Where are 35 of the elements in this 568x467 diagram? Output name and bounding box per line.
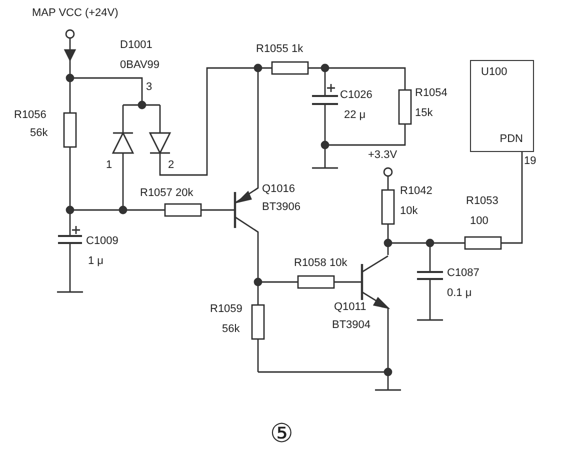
component-label: 22 μ	[344, 110, 366, 121]
component-label: R1042	[400, 186, 432, 197]
component-label: 0BAV99	[120, 60, 160, 71]
component-label: R1056	[14, 110, 46, 121]
component-label: R1059	[210, 304, 242, 315]
component-label: 56k	[222, 324, 240, 335]
component-label: 56k	[30, 128, 48, 139]
component-label: R1057 20k	[140, 188, 194, 199]
component-label: Q1016	[262, 184, 296, 195]
figure-number: ⑤	[270, 420, 293, 446]
component-label: D1001	[120, 40, 152, 51]
component-label: MAP VCC (+24V)	[32, 8, 118, 19]
component-label: Q1011	[334, 302, 366, 313]
component-label: +3.3V	[368, 150, 398, 161]
component-label: C1026	[340, 90, 372, 101]
component-label: BT3906	[262, 202, 301, 213]
component-label: R1054	[415, 88, 448, 99]
component-label: 10k	[400, 206, 418, 217]
component-label: R1053	[466, 196, 498, 207]
component-label: R1055 1k	[256, 44, 304, 55]
component-label: C1087	[447, 268, 480, 279]
component-label: 100	[470, 216, 488, 227]
ic-label: PDN	[500, 134, 523, 145]
component-label: R1058 10k	[294, 258, 348, 269]
ic-box	[470, 60, 534, 152]
component-label: 19	[524, 156, 536, 167]
component-label: C1009	[86, 236, 118, 247]
ic-label: U100	[481, 67, 508, 78]
component-label: BT3904	[332, 320, 371, 331]
component-label: 1 μ	[88, 256, 104, 267]
component-label: 15k	[415, 108, 433, 119]
component-label: 0.1 μ	[447, 288, 472, 299]
component-label: 2	[168, 160, 174, 171]
component-label: 1	[106, 160, 112, 171]
component-label: 3	[146, 82, 152, 93]
